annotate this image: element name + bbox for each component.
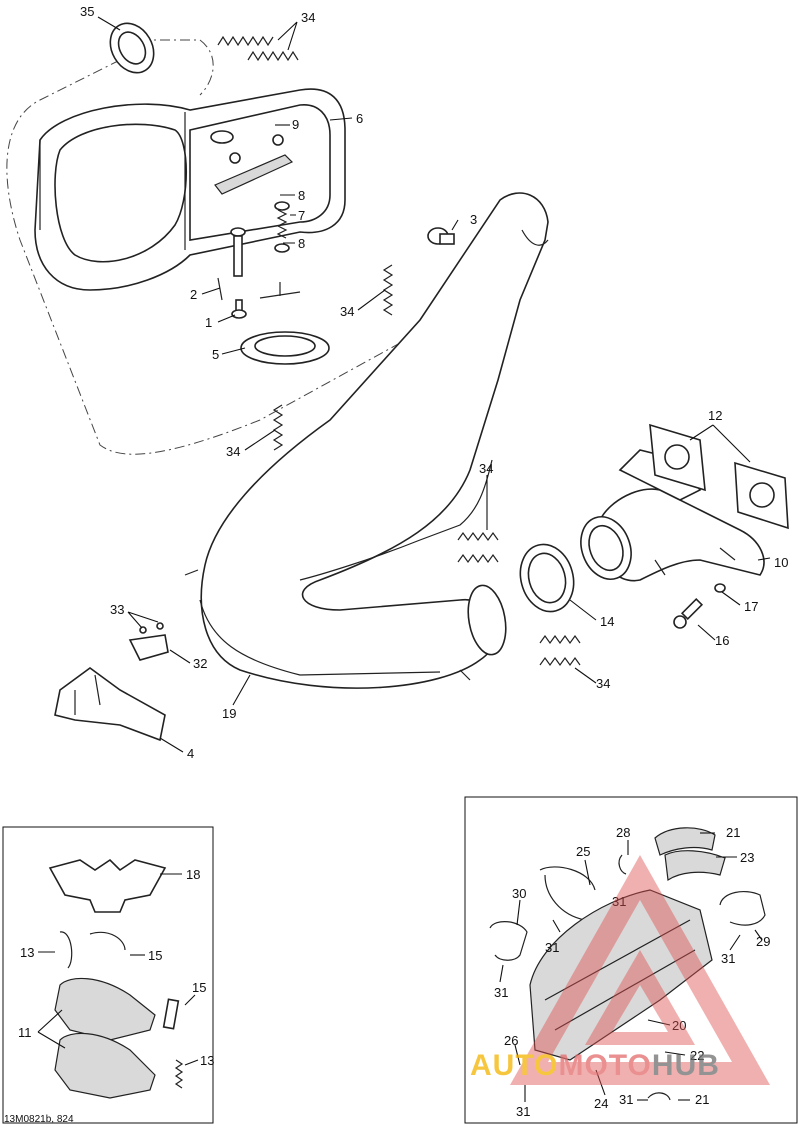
drawing-code: 13M0821b, 824 (4, 1114, 74, 1125)
callout-34: 34 (479, 461, 493, 476)
callout-16: 16 (715, 633, 729, 648)
callout-30: 30 (512, 886, 526, 901)
gaskets-part-12 (649, 423, 789, 530)
inset-box-left (2, 826, 214, 1124)
callout-19: 19 (222, 706, 236, 721)
callout-18: 18 (186, 867, 200, 882)
callout-33: 33 (110, 602, 124, 617)
inset-box-right (464, 796, 798, 1124)
callout-8: 8 (298, 188, 305, 203)
springs-34-top (217, 35, 299, 62)
callout-11: 11 (18, 1025, 32, 1040)
ring-part-35 (109, 22, 155, 74)
callout-34: 34 (301, 10, 315, 25)
callout-10: 10 (774, 555, 788, 570)
watermark-logo-triangle (510, 855, 770, 1085)
callout-2: 2 (190, 287, 197, 302)
callout-6: 6 (356, 111, 363, 126)
callout-31: 31 (516, 1104, 530, 1119)
callout-21: 21 (695, 1092, 709, 1107)
watermark-text-moto: MOTO (558, 1049, 651, 1082)
callout-34: 34 (596, 676, 610, 691)
callout-24: 24 (594, 1096, 608, 1111)
ring-part-14 (519, 543, 575, 613)
watermark-text-auto: AUTO (470, 1049, 558, 1082)
callout-31: 31 (721, 951, 735, 966)
cap-part-3 (427, 227, 455, 245)
callout-13: 13 (20, 945, 34, 960)
callout-3: 3 (470, 212, 477, 227)
tuned-pipe-part-19 (184, 192, 549, 689)
watermark: AUTOMOTOHUB (470, 855, 770, 1085)
callout-labels: 35 34 6 9 8 7 8 3 2 1 34 5 34 34 12 10 1… (18, 4, 788, 1119)
callout-25: 25 (576, 844, 590, 859)
callout-13: 13 (200, 1053, 214, 1068)
leader-lines (97, 16, 771, 753)
callout-17: 17 (744, 599, 758, 614)
svg-text:AUTOMOTOHUB: AUTOMOTOHUB (470, 1049, 720, 1082)
assembly-dash-outline (6, 39, 461, 455)
callout-8: 8 (298, 236, 305, 251)
callout-34: 34 (340, 304, 354, 319)
callout-22: 22 (690, 1048, 704, 1063)
right-inset-parts (489, 827, 766, 1102)
callout-31: 31 (612, 894, 626, 909)
bracket-part-4 (54, 667, 166, 742)
callout-1: 1 (205, 315, 212, 330)
callout-9: 9 (292, 117, 299, 132)
muffler-part (34, 88, 346, 291)
springs-34-mid (272, 264, 581, 667)
left-inset-parts (37, 858, 199, 1099)
callout-26: 26 (504, 1033, 518, 1048)
callout-15: 15 (148, 948, 162, 963)
callout-31: 31 (619, 1092, 633, 1107)
plate-part-32 (128, 622, 169, 661)
callout-4: 4 (187, 746, 194, 761)
callout-28: 28 (616, 825, 630, 840)
callout-14: 14 (600, 614, 614, 629)
callout-32: 32 (193, 656, 207, 671)
callout-29: 29 (756, 934, 770, 949)
callout-23: 23 (740, 850, 754, 865)
watermark-logo-inner (585, 950, 695, 1045)
callout-21: 21 (726, 825, 740, 840)
callout-34: 34 (226, 444, 240, 459)
callout-15: 15 (192, 980, 206, 995)
callout-12: 12 (708, 408, 722, 423)
grommet-part-5 (240, 331, 330, 365)
callout-5: 5 (212, 347, 219, 362)
bolt-part-16 (673, 583, 726, 629)
callout-7: 7 (298, 208, 305, 223)
callout-31: 31 (494, 985, 508, 1000)
callout-35: 35 (80, 4, 94, 19)
watermark-text-hub: HUB (652, 1049, 720, 1082)
callout-20: 20 (672, 1018, 686, 1033)
callout-31: 31 (545, 940, 559, 955)
fasteners-part (217, 201, 301, 319)
